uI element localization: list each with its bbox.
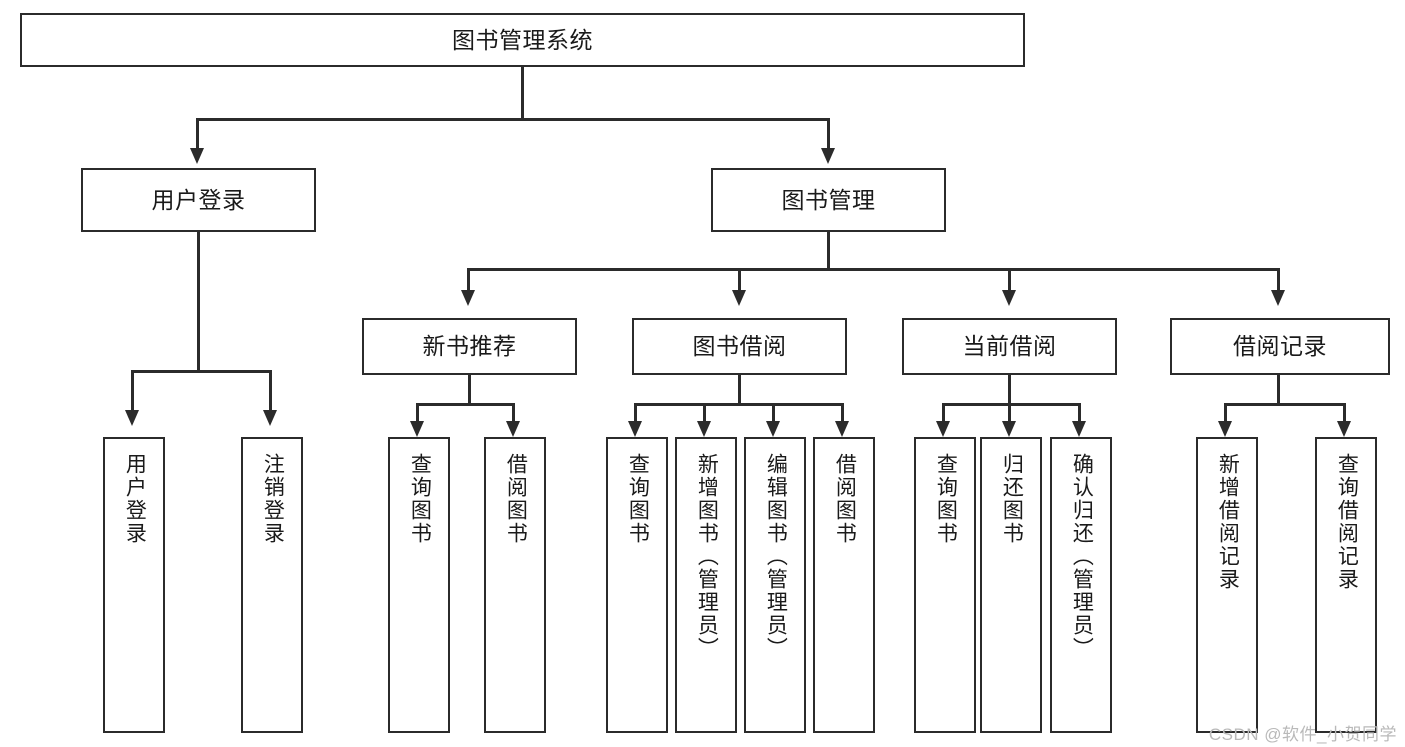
connector-new-book-rec-to-leaf-1 xyxy=(416,403,419,421)
connector-book-borrow-bus xyxy=(634,403,844,406)
connector-current-borrow-to-leaf-1 xyxy=(942,403,945,421)
node-label: 图书管理系统 xyxy=(452,26,593,53)
node-new-book-rec[interactable]: 新书推荐 xyxy=(362,318,577,375)
node-label: 借阅图书 xyxy=(504,453,528,545)
connector-book-manage-bus xyxy=(467,268,1280,271)
leaf-query-book-1[interactable]: 查询图书 xyxy=(388,437,450,733)
arrowhead-leaf-borrow-book-2 xyxy=(835,421,849,437)
connector-root-to-user-login xyxy=(196,118,199,148)
node-label: 借阅记录 xyxy=(1233,333,1327,359)
node-root-book-management-system[interactable]: 图书管理系统 xyxy=(20,13,1025,67)
connector-book-manage-to-current-borrow xyxy=(1008,268,1011,290)
arrowhead-current-borrow xyxy=(1002,290,1016,306)
connector-new-book-rec-to-leaf-2 xyxy=(512,403,515,421)
connector-book-manage-to-book-borrow xyxy=(738,268,741,290)
leaf-user-logout[interactable]: 注销登录 xyxy=(241,437,303,733)
arrowhead-leaf-user-logout xyxy=(263,410,277,426)
csdn-watermark: CSDN @软件_小贺同学 xyxy=(1208,725,1397,744)
node-label: 图书借阅 xyxy=(692,333,787,359)
arrowhead-book-manage xyxy=(821,148,835,164)
node-user-login[interactable]: 用户登录 xyxy=(81,168,316,232)
leaf-query-record[interactable]: 查询借阅记录 xyxy=(1315,437,1377,733)
leaf-add-record[interactable]: 新增借阅记录 xyxy=(1196,437,1258,733)
node-label: 归还图书 xyxy=(1000,453,1024,545)
leaf-add-book[interactable]: 新增图书（管理员） xyxy=(675,437,737,733)
connector-borrow-record-stem xyxy=(1277,375,1280,403)
node-label: 图书管理 xyxy=(781,186,876,213)
node-label: 当前借阅 xyxy=(962,333,1057,359)
arrowhead-leaf-edit-book xyxy=(766,421,780,437)
connector-book-manage-to-borrow-record xyxy=(1277,268,1280,290)
connector-book-manage-to-new-book-rec xyxy=(467,268,470,290)
node-label: 新增图书（管理员） xyxy=(695,453,719,660)
leaf-confirm-return[interactable]: 确认归还（管理员） xyxy=(1050,437,1112,733)
connector-new-book-rec-stem xyxy=(468,375,471,403)
connector-user-login-to-leaf-2 xyxy=(269,370,272,410)
arrowhead-leaf-query-book-3 xyxy=(936,421,950,437)
node-label: 用户登录 xyxy=(123,453,147,545)
connector-borrow-record-to-leaf-2 xyxy=(1343,403,1346,421)
arrowhead-user-login xyxy=(190,148,204,164)
node-label: 查询图书 xyxy=(626,453,650,545)
connector-current-borrow-bus xyxy=(942,403,1081,406)
connector-borrow-record-to-leaf-1 xyxy=(1224,403,1227,421)
leaf-edit-book[interactable]: 编辑图书（管理员） xyxy=(744,437,806,733)
connector-user-login-to-leaf-1 xyxy=(131,370,134,410)
connector-current-borrow-to-leaf-3 xyxy=(1078,403,1081,421)
node-label: 借阅图书 xyxy=(833,453,857,545)
node-book-manage[interactable]: 图书管理 xyxy=(711,168,946,232)
connector-root-stem xyxy=(521,67,524,118)
leaf-return-book[interactable]: 归还图书 xyxy=(980,437,1042,733)
node-label: 查询图书 xyxy=(934,453,958,545)
arrowhead-leaf-confirm-return xyxy=(1072,421,1086,437)
node-label: 新增借阅记录 xyxy=(1216,453,1240,591)
arrowhead-leaf-add-record xyxy=(1218,421,1232,437)
connector-book-borrow-stem xyxy=(738,375,741,403)
arrowhead-borrow-record xyxy=(1271,290,1285,306)
connector-book-borrow-to-leaf-2 xyxy=(703,403,706,421)
arrowhead-book-borrow xyxy=(732,290,746,306)
arrowhead-leaf-query-book-2 xyxy=(628,421,642,437)
node-borrow-record[interactable]: 借阅记录 xyxy=(1170,318,1390,375)
leaf-query-book-2[interactable]: 查询图书 xyxy=(606,437,668,733)
arrowhead-leaf-add-book xyxy=(697,421,711,437)
connector-current-borrow-to-leaf-2 xyxy=(1008,403,1011,421)
node-book-borrow[interactable]: 图书借阅 xyxy=(632,318,847,375)
connector-current-borrow-stem xyxy=(1008,375,1011,403)
connector-user-login-bus xyxy=(131,370,271,373)
connector-book-manage-stem xyxy=(827,232,830,268)
leaf-borrow-book-1[interactable]: 借阅图书 xyxy=(484,437,546,733)
node-label: 查询借阅记录 xyxy=(1335,453,1359,591)
arrowhead-leaf-query-book-1 xyxy=(410,421,424,437)
node-current-borrow[interactable]: 当前借阅 xyxy=(902,318,1117,375)
leaf-query-book-3[interactable]: 查询图书 xyxy=(914,437,976,733)
connector-book-borrow-to-leaf-4 xyxy=(841,403,844,421)
leaf-user-login[interactable]: 用户登录 xyxy=(103,437,165,733)
node-label: 注销登录 xyxy=(261,453,285,545)
connector-root-to-book-manage xyxy=(827,118,830,148)
node-label: 查询图书 xyxy=(408,453,432,545)
node-label: 新书推荐 xyxy=(422,333,517,359)
arrowhead-new-book-rec xyxy=(461,290,475,306)
node-label: 编辑图书（管理员） xyxy=(764,453,788,660)
connector-borrow-record-bus xyxy=(1224,403,1346,406)
node-label: 用户登录 xyxy=(151,186,246,213)
node-label: 确认归还（管理员） xyxy=(1070,453,1094,660)
connector-new-book-rec-bus xyxy=(416,403,515,406)
connector-book-borrow-to-leaf-3 xyxy=(772,403,775,421)
connector-book-borrow-to-leaf-1 xyxy=(634,403,637,421)
connector-root-bus xyxy=(196,118,830,121)
arrowhead-leaf-user-login xyxy=(125,410,139,426)
connector-user-login-stem xyxy=(197,232,200,370)
arrowhead-leaf-query-record xyxy=(1337,421,1351,437)
leaf-borrow-book-2[interactable]: 借阅图书 xyxy=(813,437,875,733)
arrowhead-leaf-return-book xyxy=(1002,421,1016,437)
arrowhead-leaf-borrow-book-1 xyxy=(506,421,520,437)
